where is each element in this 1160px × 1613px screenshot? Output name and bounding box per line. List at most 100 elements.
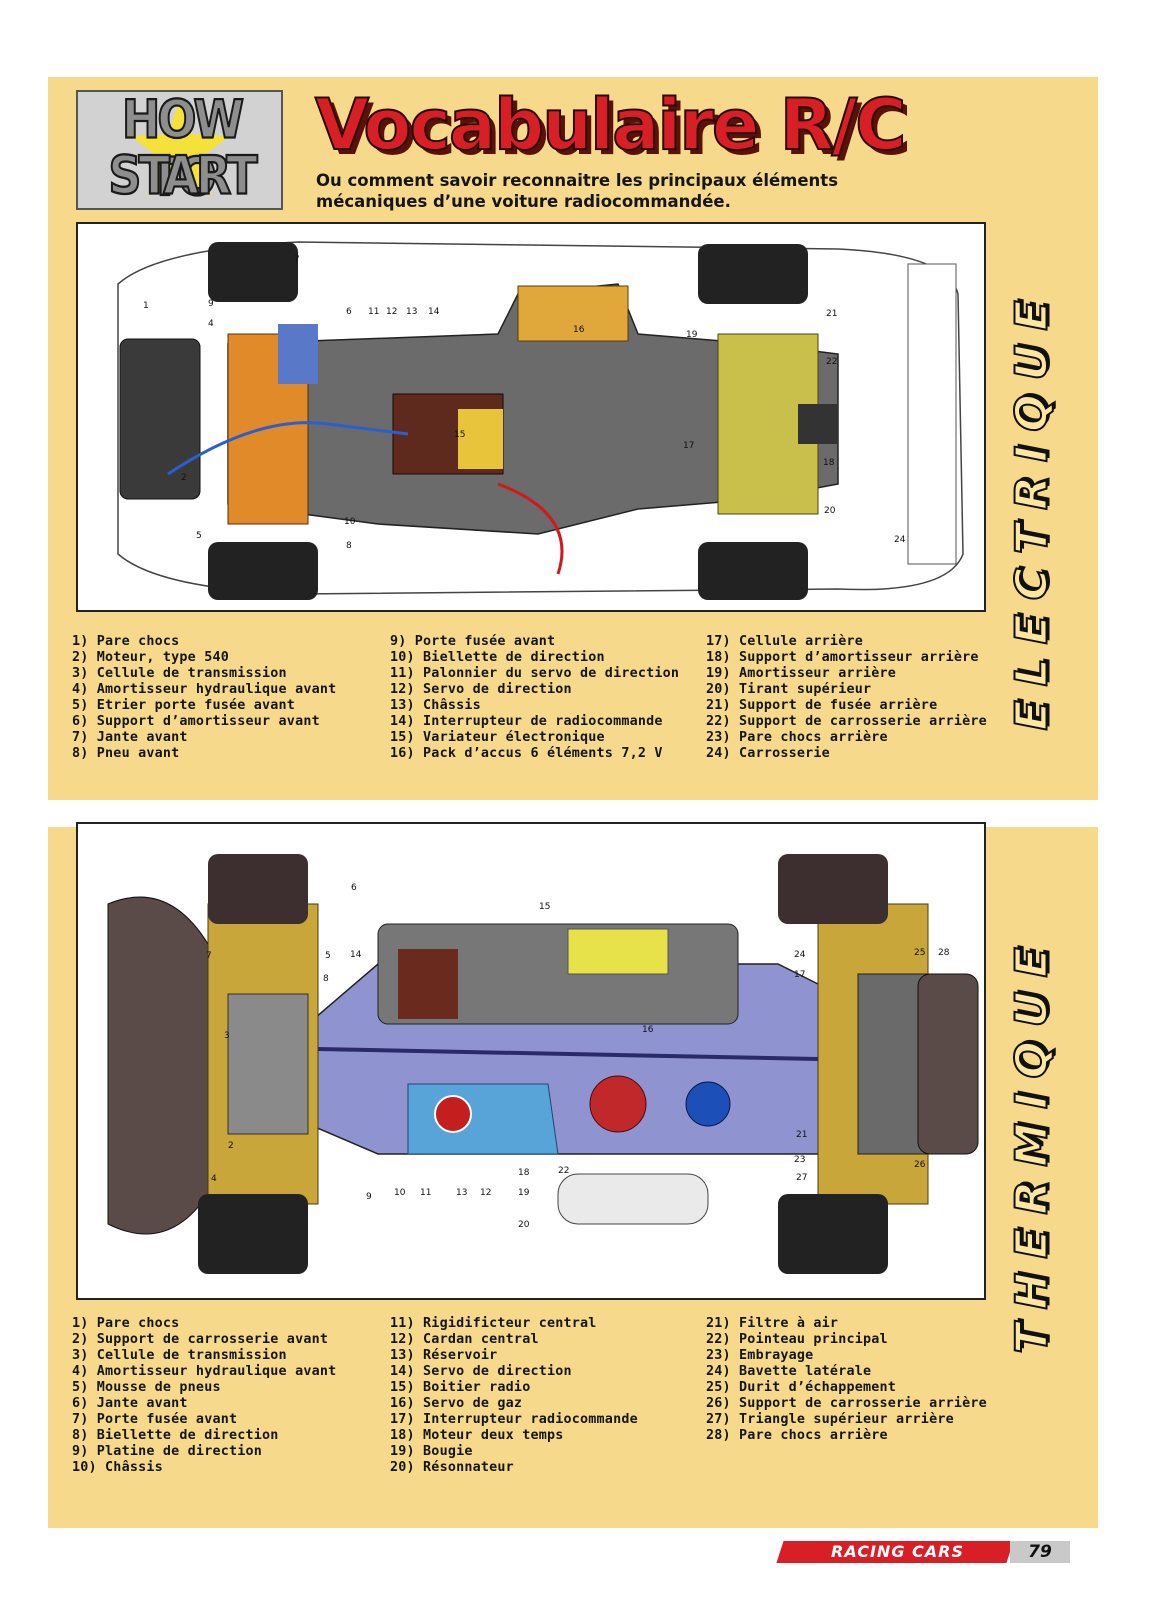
svg-text:12: 12 [480, 1188, 491, 1198]
thermique-label: THERMIQUE [1006, 932, 1059, 1354]
svg-text:5: 5 [196, 531, 202, 541]
legend-item: 14) Interrupteur de radiocommande [390, 714, 663, 729]
legend-item: 9) Porte fusée avant [390, 634, 556, 649]
page-title: Vocabulaire R/C [314, 83, 908, 167]
svg-text:4: 4 [208, 319, 214, 329]
legend-item: 7) Jante avant [72, 730, 188, 745]
svg-text:3: 3 [224, 1031, 230, 1041]
svg-text:2: 2 [228, 1141, 234, 1151]
badge-line2: START [107, 143, 258, 207]
svg-text:20: 20 [824, 506, 836, 516]
subtitle-line2: mécaniques d’une voiture radiocommandée. [316, 192, 731, 211]
svg-text:25: 25 [914, 948, 925, 958]
page-number: 79 [1028, 1542, 1052, 1562]
legend-item: 20) Résonnateur [390, 1460, 514, 1475]
legend-item: 7) Porte fusée avant [72, 1412, 238, 1427]
svg-text:19: 19 [518, 1188, 530, 1198]
legend-item: 16) Servo de gaz [390, 1396, 523, 1411]
svg-text:11: 11 [420, 1188, 431, 1198]
svg-text:28: 28 [938, 948, 950, 958]
subtitle-line1: Ou comment savoir reconnaitre les princi… [316, 171, 839, 190]
legend-item: 5) Mousse de pneus [72, 1380, 221, 1395]
legend-item: 8) Pneu avant [72, 746, 180, 761]
legend-item: 4) Amortisseur hydraulique avant [72, 1364, 337, 1379]
legend-item: 18) Moteur deux temps [390, 1428, 564, 1443]
svg-text:10: 10 [394, 1188, 406, 1198]
legend-item: 28) Pare chocs arrière [706, 1428, 888, 1443]
legend-item: 9) Platine de direction [72, 1444, 263, 1459]
legend-item: 23) Embrayage [706, 1348, 814, 1363]
legend-item: 23) Pare chocs arrière [706, 730, 888, 745]
legend-item: 14) Servo de direction [390, 1364, 572, 1379]
legend-item: 3) Cellule de transmission [72, 666, 287, 681]
svg-text:17: 17 [794, 970, 805, 980]
svg-text:23: 23 [794, 1155, 805, 1165]
svg-text:24: 24 [794, 950, 806, 960]
electrique-label: ELECTRIQUE [1006, 285, 1059, 731]
badge-line1: HOW TO [121, 90, 245, 208]
legend-item: 22) Pointeau principal [706, 1332, 888, 1347]
legend-item: 13) Châssis [390, 698, 481, 713]
svg-text:10: 10 [344, 517, 356, 527]
svg-text:2: 2 [181, 473, 187, 483]
svg-text:6: 6 [346, 307, 352, 317]
legend-item: 8) Biellette de direction [72, 1428, 279, 1443]
legend-item: 19) Bougie [390, 1444, 473, 1459]
legend-item: 24) Carrosserie [706, 746, 830, 761]
svg-text:9: 9 [208, 299, 214, 309]
legend-item: 11) Palonnier du servo de direction [390, 666, 680, 681]
legend-item: 20) Tirant supérieur [706, 682, 872, 697]
svg-text:9: 9 [366, 1192, 372, 1202]
star-icon [130, 98, 230, 196]
svg-text:21: 21 [826, 309, 837, 319]
thermique-section-label: THERMIQUE [1002, 838, 1062, 1448]
legend-item: 19) Amortisseur arrière [706, 666, 897, 681]
svg-text:4: 4 [211, 1174, 217, 1184]
legend-item: 2) Moteur, type 540 [72, 650, 229, 665]
svg-text:11: 11 [368, 307, 379, 317]
svg-text:8: 8 [346, 541, 352, 551]
legend-item: 16) Pack d’accus 6 éléments 7,2 V [390, 746, 663, 761]
svg-text:6: 6 [351, 883, 357, 893]
legend-item: 6) Support d’amortisseur avant [72, 714, 320, 729]
svg-text:18: 18 [823, 458, 835, 468]
electrique-section-label: ELECTRIQUE [1002, 228, 1062, 788]
legend-item: 2) Support de carrosserie avant [72, 1332, 329, 1347]
legend-item: 6) Jante avant [72, 1396, 188, 1411]
legend-item: 15) Variateur électronique [390, 730, 605, 745]
legend-item: 21) Filtre à air [706, 1316, 839, 1331]
svg-text:13: 13 [406, 307, 417, 317]
legend-item: 17) Interrupteur radiocommande [390, 1412, 638, 1427]
svg-text:18: 18 [518, 1168, 530, 1178]
svg-text:7: 7 [294, 255, 300, 265]
svg-text:12: 12 [386, 307, 397, 317]
page-number-box [1010, 1541, 1070, 1563]
svg-text:17: 17 [683, 441, 694, 451]
legend-item: 11) Rigidificteur central [390, 1316, 597, 1331]
legend-item: 12) Servo de direction [390, 682, 572, 697]
legend-item: 12) Cardan central [390, 1332, 539, 1347]
svg-text:22: 22 [826, 357, 837, 367]
svg-text:27: 27 [796, 1173, 807, 1183]
legend-item: 21) Support de fusée arrière [706, 698, 938, 713]
racing-cars-logo: RACING CARS [831, 1542, 964, 1561]
svg-text:14: 14 [350, 950, 362, 960]
svg-text:22: 22 [558, 1166, 569, 1176]
page-subtitle: Ou comment savoir reconnaitre les princi… [316, 170, 916, 212]
legend-item: 5) Etrier porte fusée avant [72, 698, 296, 713]
legend-item: 18) Support d’amortisseur arrière [706, 650, 979, 665]
legend-item: 3) Cellule de transmission [72, 1348, 287, 1363]
svg-text:14: 14 [428, 307, 440, 317]
legend-item: 4) Amortisseur hydraulique avant [72, 682, 337, 697]
legend-item: 27) Triangle supérieur arrière [706, 1412, 954, 1427]
legend-item: 26) Support de carrosserie arrière [706, 1396, 987, 1411]
legend-item: 13) Réservoir [390, 1348, 498, 1363]
svg-text:13: 13 [456, 1188, 467, 1198]
